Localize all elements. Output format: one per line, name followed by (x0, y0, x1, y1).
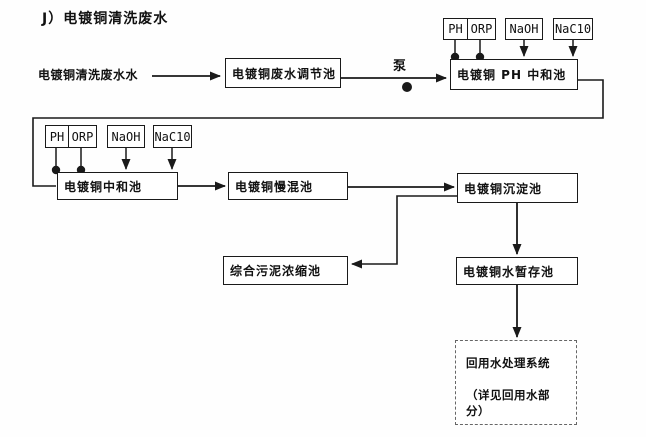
pump-dot (402, 82, 412, 92)
node-water-storage-tank: 电镀铜水暂存池 (456, 257, 578, 285)
reagent-naclo-top: NaC10 (553, 18, 593, 40)
node-adjust-tank: 电镀铜废水调节池 (225, 58, 341, 88)
reagent-orp-left: ORP (71, 129, 94, 144)
reuse-system-title: 回用水处理系统 (466, 356, 550, 370)
node-slow-mix-tank: 电镀铜慢混池 (228, 172, 348, 200)
reagent-orp-top: ORP (470, 22, 493, 36)
reagent-naoh-top: NaOH (505, 18, 543, 40)
pump-label: 泵 (393, 59, 407, 74)
reagent-ph-top: PH (444, 19, 468, 39)
reagent-naclo-left: NaC10 (153, 125, 192, 148)
reagent-naoh-left: NaOH (107, 125, 145, 148)
reagent-group-top-ph-orp: PH ORP (443, 18, 496, 40)
node-ph-neutralization-tank: 电镀铜 PH 中和池 (450, 59, 578, 90)
node-sludge-thickener: 综合污泥浓缩池 (223, 256, 348, 285)
node-sedimentation-tank: 电镀铜沉淀池 (457, 173, 578, 203)
page-title: J）电镀铜清洗废水 (42, 11, 169, 27)
node-reuse-water-system: 回用水处理系统 （详见回用水部分） (455, 340, 577, 425)
inflow-label: 电镀铜清洗废水水 (38, 68, 139, 82)
node-neutralization-tank: 电镀铜中和池 (57, 172, 178, 200)
reagent-ph-left: PH (46, 126, 69, 147)
reuse-system-note: （详见回用水部分） (466, 388, 550, 418)
arrow-sediment-to-sludge (351, 195, 457, 269)
reagent-group-left-ph-orp: PH ORP (45, 125, 97, 148)
